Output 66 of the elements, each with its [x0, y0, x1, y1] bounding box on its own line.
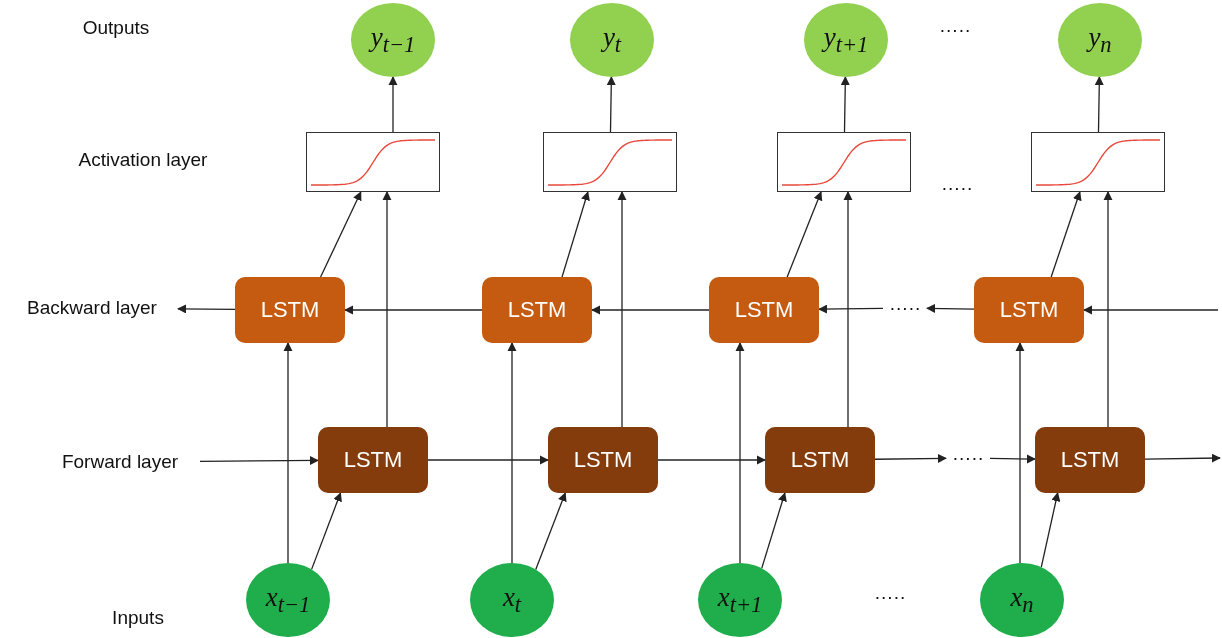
layer-label: Backward layer [6, 294, 178, 322]
output-label: y$_{t−1}$ [370, 21, 416, 59]
lstm-label: LSTM [343, 447, 403, 473]
row-label: ····· [874, 586, 906, 608]
arrow [657, 455, 766, 465]
arrow [591, 305, 710, 315]
lstm-block [709, 277, 819, 343]
input-label: x$_{t+1}$ [717, 581, 763, 619]
arrow [1015, 342, 1025, 564]
arrow [874, 453, 947, 463]
input-label: x$_{n}$ [1010, 581, 1034, 619]
arrow [843, 191, 853, 428]
ellipsis-text: ····· [883, 296, 927, 320]
arrow [926, 303, 975, 314]
output-label: y$_{t+1}$ [823, 21, 869, 59]
arrow [310, 492, 342, 571]
lstm-label: LSTM [734, 297, 794, 323]
arrow [344, 305, 483, 315]
arrow [177, 304, 236, 314]
arrow [507, 342, 517, 564]
lstm-label: LSTM [999, 297, 1059, 323]
lstm-block [1035, 427, 1145, 493]
arrow [989, 454, 1036, 464]
arrow [561, 191, 590, 278]
output-label: y$_{t}$ [602, 21, 622, 59]
arrow [1144, 453, 1221, 463]
input-label: x$_{t−1}$ [265, 581, 311, 619]
lstm-block [548, 427, 658, 493]
arrow [606, 76, 616, 133]
arrow [818, 304, 884, 314]
lstm-block [765, 427, 875, 493]
lstm-block [482, 277, 592, 343]
arrow [761, 492, 787, 569]
arrow [786, 191, 823, 278]
arrow [1083, 305, 1219, 315]
ellipsis-text: ····· [946, 446, 990, 470]
row-label: Inputs [112, 607, 164, 629]
arrow [535, 492, 567, 571]
arrow [1040, 492, 1061, 568]
lstm-label: LSTM [260, 297, 320, 323]
row-label: Activation layer [78, 149, 208, 171]
arrow [199, 455, 319, 466]
lstm-block [318, 427, 428, 493]
lstm-label: LSTM [1060, 447, 1120, 473]
arrow [382, 191, 392, 428]
arrow [1094, 76, 1104, 133]
row-label: ····· [939, 19, 971, 41]
arrow [388, 76, 398, 133]
arrow [617, 191, 627, 428]
arrow [1050, 191, 1082, 278]
row-label: Outputs [82, 17, 150, 39]
layer-label: Forward layer [40, 448, 200, 476]
arrow [1103, 191, 1113, 428]
arrow [735, 342, 745, 564]
lstm-label: LSTM [790, 447, 850, 473]
row-label: ····· [941, 177, 973, 199]
lstm-block [235, 277, 345, 343]
arrow [840, 76, 850, 133]
arrow [283, 342, 293, 564]
lstm-label: LSTM [507, 297, 567, 323]
lstm-block [974, 277, 1084, 343]
arrow [319, 191, 362, 278]
lstm-label: LSTM [573, 447, 633, 473]
input-label: x$_{t}$ [502, 581, 522, 619]
output-label: y$_{n}$ [1088, 21, 1112, 59]
arrow [427, 455, 549, 465]
